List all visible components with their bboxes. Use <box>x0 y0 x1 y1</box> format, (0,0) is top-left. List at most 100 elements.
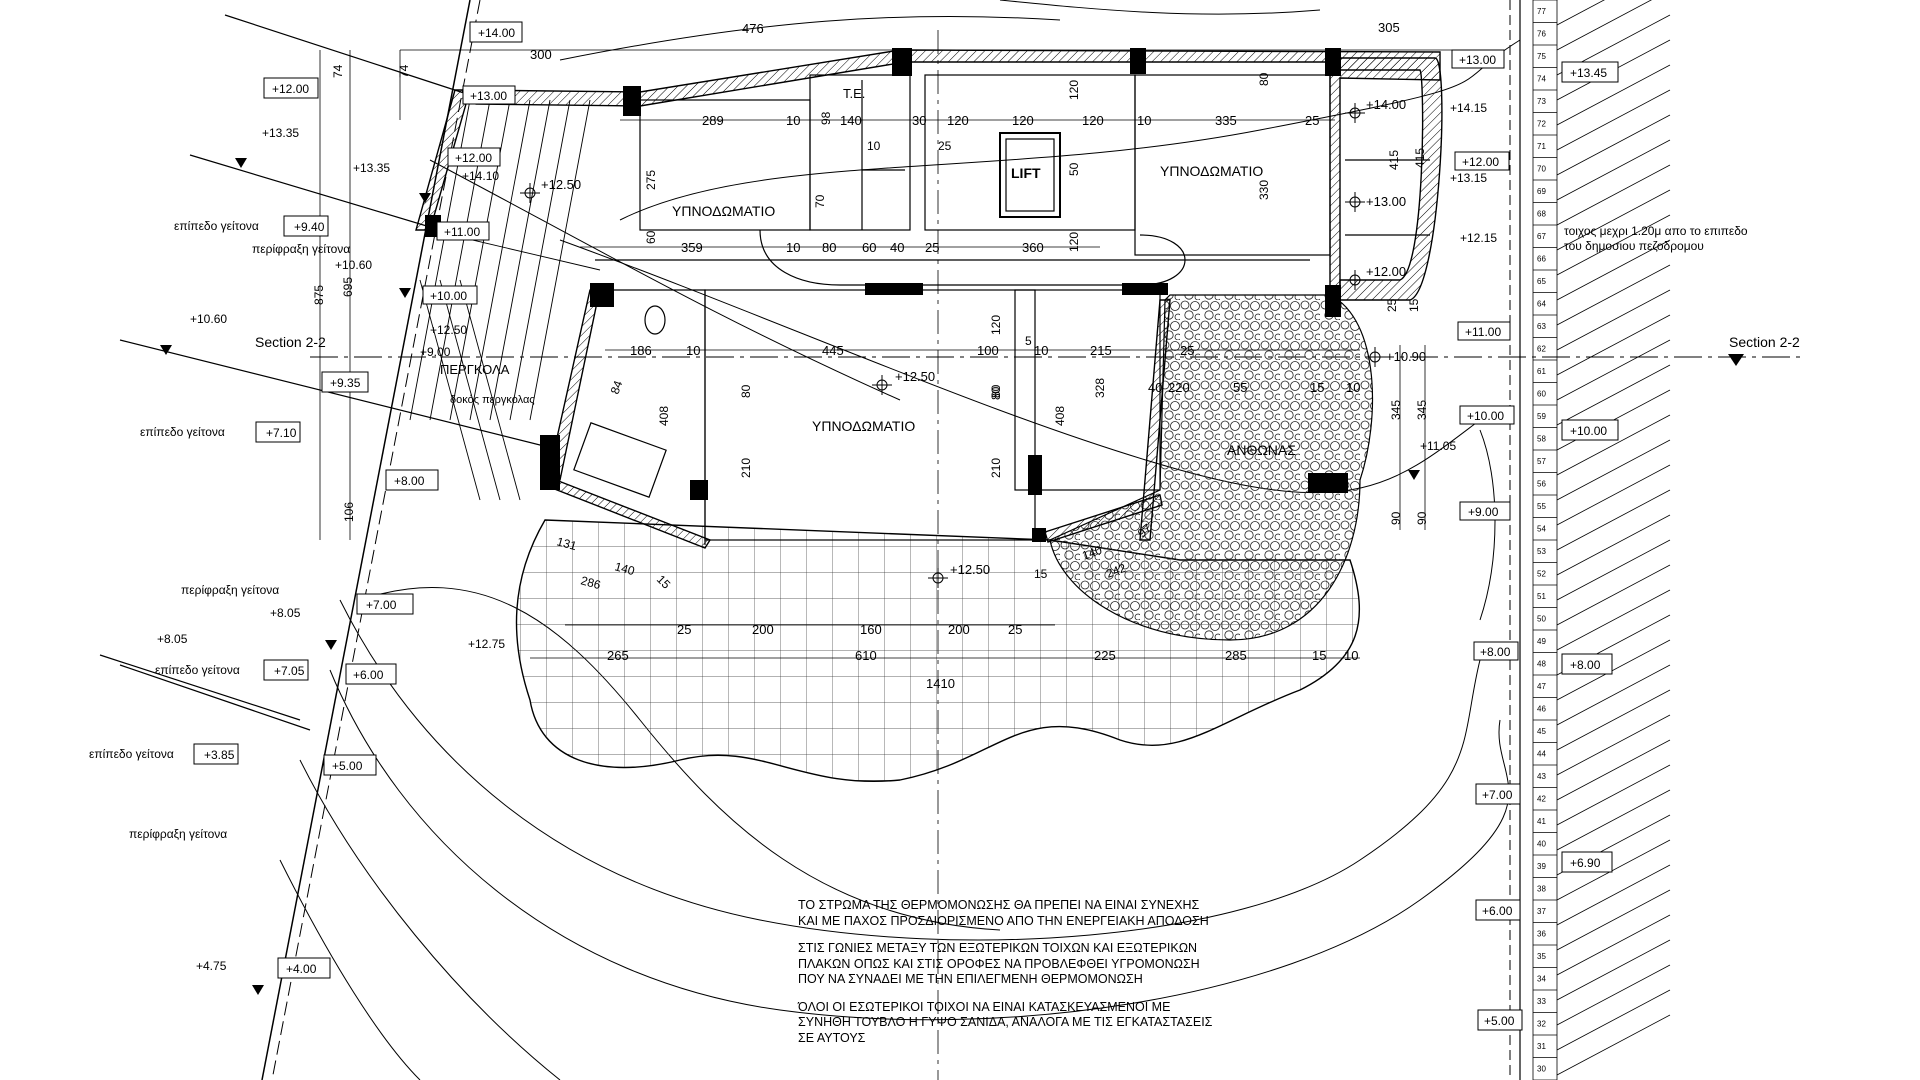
dimension-label: 695 <box>341 277 355 297</box>
dimension-label: 10 <box>1034 343 1048 358</box>
dimension-label: 265 <box>607 648 629 663</box>
stair-step-number: 63 <box>1537 322 1546 331</box>
stair-step-number: 48 <box>1537 660 1546 669</box>
stair-step-number: 77 <box>1537 7 1546 16</box>
dimension-label: 55 <box>1233 380 1247 395</box>
level-box: +12.00 <box>263 77 319 99</box>
stair-step-number: 44 <box>1537 750 1546 759</box>
level-text: +9.00 <box>420 345 451 359</box>
dimension-lines <box>319 49 1500 659</box>
level-box: +6.90 <box>1561 851 1613 873</box>
stair-step-number: 56 <box>1537 480 1546 489</box>
svg-text:+8.00: +8.00 <box>1480 645 1511 659</box>
svg-text:+11.00: +11.00 <box>444 225 480 239</box>
dimension-label: 210 <box>989 458 1003 478</box>
dimension-label: 15 <box>1407 298 1421 312</box>
dimension-label: 25 <box>677 622 691 637</box>
neighbor-level-box: +3.85 <box>193 743 239 765</box>
spot-level-label: +12.50 <box>541 177 581 192</box>
dimension-label: 120 <box>1012 113 1034 128</box>
stair-step-number: 72 <box>1537 120 1546 129</box>
dimension-label: 476 <box>742 21 764 36</box>
level-text: +4.75 <box>196 959 227 973</box>
section-label-right: Section 2-2 <box>1729 334 1800 350</box>
dimension-label: 70 <box>813 194 827 208</box>
stair-step-number: 61 <box>1537 367 1546 376</box>
svg-text:+8.00: +8.00 <box>1570 658 1601 672</box>
dimension-label: 25 <box>925 240 939 255</box>
dimension-label: 225 <box>1094 648 1116 663</box>
room-label-pergola: ΠΕΡΓΚΟΛΑ <box>440 362 510 377</box>
svg-text:+11.00: +11.00 <box>1465 325 1501 339</box>
level-box: +7.00 <box>356 593 414 615</box>
room-label-bedroom-center: ΥΠΝΟΔΩΜΑΤΙΟ <box>812 418 915 434</box>
dimension-label: 30 <box>912 113 926 128</box>
note-interior-walls: ΌΛΟΙ ΟΙ ΕΣΩΤΕΡΙΚΟΙ ΤΟΙΧΟΙ ΝΑ ΕΙΝΑΙ ΚΑΤΑΣ… <box>798 999 1213 1045</box>
level-box: +8.00 <box>1473 641 1519 661</box>
planter-pebbles <box>1049 294 1374 641</box>
svg-text:+6.90: +6.90 <box>1570 856 1601 870</box>
dimension-label: 60 <box>862 240 876 255</box>
level-text: +14.15 <box>1450 101 1487 115</box>
level-box: +10.00 <box>422 285 478 305</box>
svg-text:+9.00: +9.00 <box>1468 505 1499 519</box>
dimension-label: 242 <box>1104 561 1128 581</box>
dimension-label: 345 <box>1389 400 1403 420</box>
level-text: +12.50 <box>430 323 467 337</box>
svg-text:+7.10: +7.10 <box>266 426 297 440</box>
level-box: +9.35 <box>321 371 369 393</box>
dimension-label: 25 <box>1008 622 1022 637</box>
dimension-label: 359 <box>681 240 703 255</box>
neighbor-level-text: επίπεδο γείτονα <box>140 425 225 439</box>
dimension-label: 300 <box>530 47 552 62</box>
stair-step-number: 43 <box>1537 772 1546 781</box>
stair-step-number: 55 <box>1537 502 1546 511</box>
svg-text:+6.00: +6.00 <box>353 668 384 682</box>
dimension-label: 90 <box>1389 511 1403 525</box>
level-box: +6.00 <box>345 663 397 685</box>
svg-text:+10.00: +10.00 <box>1570 424 1607 438</box>
dimension-label: 74 <box>331 64 345 78</box>
svg-text:+12.00: +12.00 <box>455 151 492 165</box>
spot-level-label: +12.00 <box>1366 264 1406 279</box>
level-box: +5.00 <box>1477 1009 1523 1031</box>
level-box: +7.00 <box>1475 783 1521 805</box>
stair-step-number: 45 <box>1537 727 1546 736</box>
spot-level-label: +10.90 <box>1386 349 1426 364</box>
stair-step-number: 46 <box>1537 705 1546 714</box>
neighbor-fence-label: περίφραξη γείτονα <box>181 583 279 597</box>
note-insulation: ΤΟ ΣΤΡΩΜΑ ΤΗΣ ΘΕΡΜΟΜΟΝΩΣΗΣ ΘΑ ΠΡΕΠΕΙ ΝΑ … <box>798 898 1209 928</box>
dimension-label: 305 <box>1378 20 1400 35</box>
dimension-label: 100 <box>977 343 999 358</box>
dimension-label: 140 <box>613 559 636 578</box>
dimension-label: 445 <box>822 343 844 358</box>
svg-text:+10.00: +10.00 <box>1467 409 1504 423</box>
section-label-left: Section 2-2 <box>255 334 326 350</box>
stair-step-number: 66 <box>1537 255 1546 264</box>
dimension-label: 5 <box>1025 334 1032 348</box>
dimension-label: 345 <box>1415 400 1429 420</box>
level-text: +12.75 <box>468 637 505 651</box>
stair-step-number: 59 <box>1537 412 1546 421</box>
neighbor-level-box: +9.40 <box>283 215 329 237</box>
pergola-beam-label: δοκός περγκολας <box>450 394 535 406</box>
stair-step-number: 69 <box>1537 187 1546 196</box>
svg-text:+12.00: +12.00 <box>1462 155 1499 169</box>
dimension-label: 15 <box>1312 648 1326 663</box>
dimension-label: 120 <box>1067 80 1081 100</box>
level-arrows <box>160 158 1420 995</box>
svg-text:+3.85: +3.85 <box>204 748 235 762</box>
spot-level-label: +14.00 <box>1366 97 1406 112</box>
dimension-label: 60 <box>644 230 658 244</box>
stair-step-number: 74 <box>1537 75 1546 84</box>
dimension-label: 415 <box>1413 148 1427 168</box>
level-box: +12.00 <box>447 147 501 167</box>
level-box: +13.00 <box>1451 49 1505 69</box>
svg-text:+8.00: +8.00 <box>394 474 425 488</box>
dimension-label: 289 <box>702 113 724 128</box>
level-text: +8.05 <box>270 606 301 620</box>
dimension-label: 335 <box>1215 113 1237 128</box>
level-text: +10.60 <box>335 258 372 272</box>
dimension-label: 40 <box>1148 380 1162 395</box>
spot-level-label: +12.50 <box>895 369 935 384</box>
